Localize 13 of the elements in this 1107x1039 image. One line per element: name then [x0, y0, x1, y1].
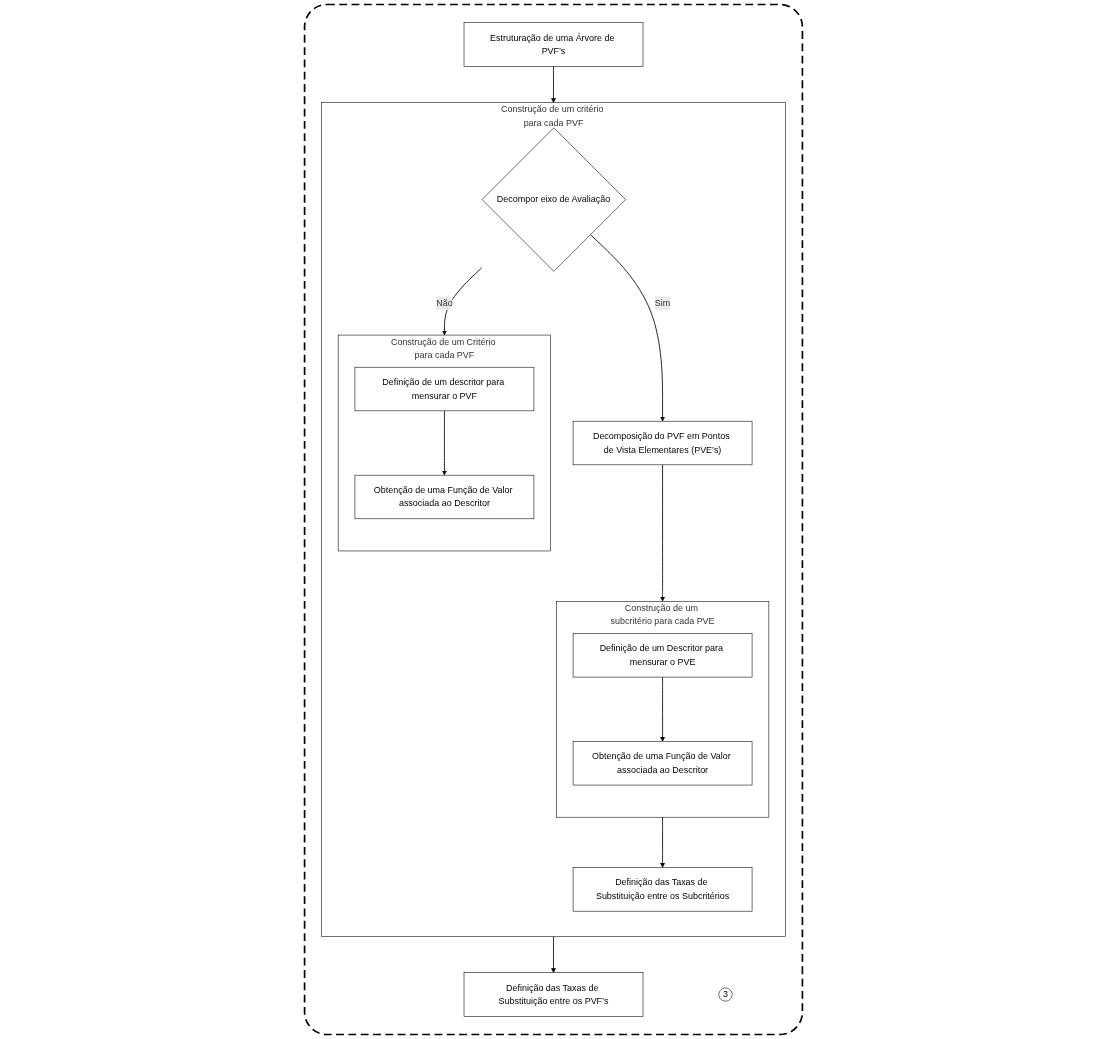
- edge-label: Não: [436, 298, 453, 308]
- node-box: Decomposição do PVF em Pontos de Vista Elementares (PVE’s): [572, 420, 753, 466]
- edge-label: Sim: [654, 298, 671, 308]
- node-box: Obtenção de uma Função de Valor associada ao Descritor: [354, 474, 535, 520]
- node-box: Definição das Taxas de Substituição entre os Subcritérios: [572, 867, 753, 912]
- node-box: Obtenção de uma Função de Valor associada ao Descritor: [572, 741, 753, 786]
- node-circle: 3: [718, 987, 733, 1002]
- node-box: Estruturação de uma Árvore de PVF’s: [463, 22, 644, 67]
- node-box: Definição de um descritor para mensurar o PVF: [354, 366, 535, 412]
- node-box: Definição de um Descritor para mensurar o PVE: [572, 633, 753, 678]
- node-diamond: Decompor eixo de Avaliação: [481, 127, 626, 272]
- cluster: [303, 3, 804, 1036]
- node-box: Definição das Taxas de Substituição entre os PVF’s: [463, 972, 644, 1017]
